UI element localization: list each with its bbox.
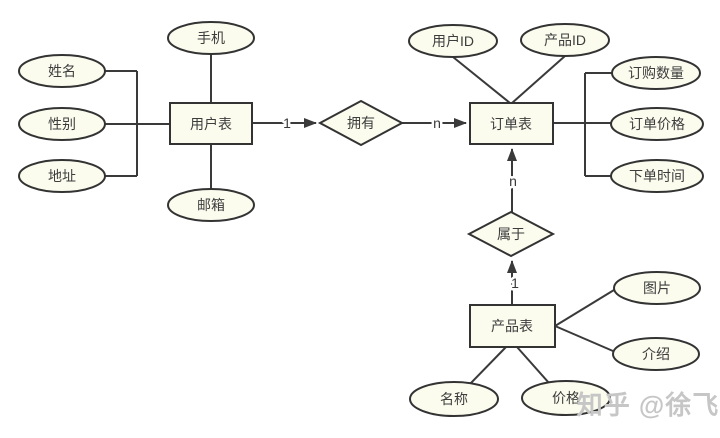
cardinality-user-owns: 1 xyxy=(283,115,291,131)
entity-order-table: 订单表 xyxy=(469,102,554,145)
attribute-purchase-qty-label: 订购数量 xyxy=(628,65,684,81)
edge-product-name xyxy=(468,346,507,386)
attribute-product-name: 名称 xyxy=(409,381,499,417)
edge-product-price xyxy=(516,346,550,384)
entity-order-table-label: 订单表 xyxy=(490,116,532,132)
edge-userid-order xyxy=(452,56,511,104)
attribute-gender-label: 性别 xyxy=(48,116,76,132)
edge-product-picture xyxy=(554,289,615,327)
cardinality-belongs-order: n xyxy=(509,173,517,189)
attribute-product-id-label: 产品ID xyxy=(544,32,586,48)
entity-product-table-label: 产品表 xyxy=(491,318,533,334)
attribute-phone-label: 手机 xyxy=(197,30,225,46)
cardinality-owns-order: n xyxy=(433,115,441,131)
watermark-text: 知乎 @徐飞 xyxy=(577,390,720,420)
attribute-address: 地址 xyxy=(18,159,106,193)
attribute-picture: 图片 xyxy=(613,271,701,305)
attribute-order-time: 下单时间 xyxy=(610,159,704,193)
edge-productid-order xyxy=(511,55,566,104)
edge-product-intro xyxy=(554,325,614,352)
entity-user-table-label: 用户表 xyxy=(190,116,232,132)
attribute-order-price-label: 订单价格 xyxy=(629,116,685,132)
attribute-email-label: 邮箱 xyxy=(197,197,225,213)
entity-product-table: 产品表 xyxy=(469,304,556,348)
attribute-picture-label: 图片 xyxy=(643,280,671,296)
attribute-user-id: 用户ID xyxy=(408,24,498,58)
attribute-address-label: 地址 xyxy=(48,168,76,184)
attribute-price: 价格 xyxy=(521,380,611,416)
relation-belongs-to-label: 属于 xyxy=(497,226,525,242)
attribute-product-id: 产品ID xyxy=(520,23,610,57)
attribute-user-id-label: 用户ID xyxy=(432,33,474,49)
attribute-intro-label: 介绍 xyxy=(642,346,670,362)
attribute-name-label: 姓名 xyxy=(48,63,76,79)
entity-user-table: 用户表 xyxy=(169,102,253,145)
attribute-gender: 性别 xyxy=(18,107,106,141)
attribute-email: 邮箱 xyxy=(167,188,255,222)
attribute-purchase-qty: 订购数量 xyxy=(611,56,701,90)
attribute-order-time-label: 下单时间 xyxy=(629,168,685,184)
attribute-product-name-label: 名称 xyxy=(440,391,468,407)
attribute-name: 姓名 xyxy=(18,54,106,88)
attribute-phone: 手机 xyxy=(167,21,255,55)
attribute-price-label: 价格 xyxy=(552,390,580,406)
cardinality-product-belongs: 1 xyxy=(511,275,519,291)
attribute-intro: 介绍 xyxy=(612,337,700,371)
relation-belongs-to: 属于 xyxy=(466,210,556,258)
relation-owns-label: 拥有 xyxy=(347,115,375,131)
attribute-order-price: 订单价格 xyxy=(610,107,704,141)
relation-owns: 拥有 xyxy=(317,99,405,147)
